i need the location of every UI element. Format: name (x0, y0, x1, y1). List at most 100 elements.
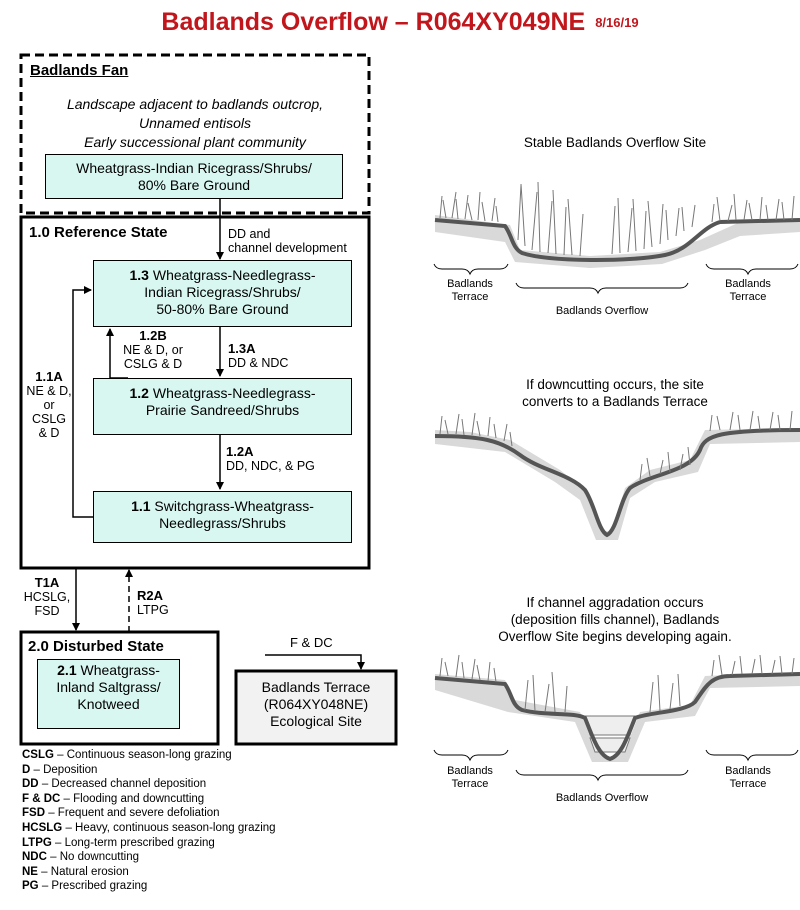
fan-community-line: 80% Bare Ground (137, 177, 251, 193)
legend-definition: Continuous season-long grazing (66, 749, 232, 761)
grass-tuft (639, 410, 793, 481)
entry-transition-label: DD and channel development (228, 227, 347, 255)
legend-definition: Flooding and downcutting (73, 792, 205, 805)
terrace-label-line: Terrace (729, 778, 767, 790)
f-dc-arrow-label: F & DC (290, 635, 333, 650)
community-1-3-line: 50-80% Bare Ground (156, 301, 289, 317)
community-2-1-box: 2.1 Wheatgrass- Inland Saltgrass/ Knotwe… (37, 659, 180, 729)
panel-3-caption-line: Overflow Site begins developing again. (498, 629, 732, 644)
transition-1-1a-line: or (43, 398, 55, 412)
terrace-label-right-1: Badlands Terrace (708, 278, 788, 304)
transition-t1a-line: HCSLG, (23, 590, 71, 604)
downcut-ground-line (434, 428, 800, 538)
legend-abbr: F & DC (22, 792, 61, 805)
transition-r2a-line: LTPG (137, 603, 169, 617)
terrace-label-line: Badlands (447, 278, 493, 290)
legend-item: NE – Natural erosion (22, 865, 129, 878)
brace-left-3 (433, 749, 509, 762)
community-1-3-box: 1.3 Wheatgrass-Needlegrass- Indian Riceg… (93, 260, 352, 327)
legend-item: LTPG – Long-term prescribed grazing (22, 836, 215, 849)
community-2-1-line: Knotweed (77, 696, 140, 712)
transition-1-3a-code: 1.3A (228, 341, 256, 356)
terrace-label-line: Terrace (451, 778, 489, 790)
transition-1-1a-line: CSLG (31, 412, 67, 426)
brace-right-3 (705, 749, 799, 762)
legend-definition: No downcutting (59, 851, 139, 864)
terrace-site-text: Badlands Terrace (R064XY048NE) Ecologica… (238, 679, 394, 730)
reference-state-heading: 1.0 Reference State (29, 224, 168, 241)
panel-2-caption-line: If downcutting occurs, the site (526, 377, 704, 392)
grass-tuft (439, 654, 497, 683)
grass-tuft (611, 197, 696, 255)
transition-1-2b-line: NE & D, or (123, 343, 183, 357)
fan-community-box: Wheatgrass-Indian Ricegrass/Shrubs/ 80% … (45, 154, 343, 199)
legend-definition: Decreased channel deposition (51, 778, 207, 791)
community-1-2-text: Wheatgrass-Needlegrass- (152, 385, 316, 401)
reference-state-box (19, 215, 371, 570)
terrace-label-line: Badlands (447, 765, 493, 777)
transition-1-3a-label: 1.3A DD & NDC (228, 341, 288, 371)
community-1-3-line: 1.3 Wheatgrass-Needlegrass- (94, 267, 351, 284)
legend-abbr: D (22, 763, 31, 776)
legend-item: DD – Decreased channel deposition (22, 778, 207, 791)
community-1-2-line: 1.2 Wheatgrass-Needlegrass- (94, 385, 351, 402)
community-1-1-box: 1.1 Switchgrass-Wheatgrass- Needlegrass/… (93, 491, 352, 543)
transition-r2a-code: R2A (137, 588, 164, 603)
disturbed-state-heading: 2.0 Disturbed State (28, 638, 164, 655)
community-2-1-line: 2.1 Wheatgrass- (38, 662, 179, 679)
community-2-1-text: Wheatgrass- (80, 662, 160, 678)
community-1-1-line: 1.1 Switchgrass-Wheatgrass- (94, 498, 351, 515)
legend-abbr: LTPG (22, 836, 52, 849)
brace-mid-3 (515, 769, 689, 782)
overflow-label-1: Badlands Overflow (555, 305, 649, 317)
panel-3-caption: If channel aggradation occurs (depositio… (440, 594, 790, 645)
panel-3-caption-line: If channel aggradation occurs (526, 595, 704, 610)
community-2-1-number: 2.1 (57, 662, 77, 678)
fan-desc-line: Early successional plant community (84, 134, 306, 150)
fan-community-line: Wheatgrass-Indian Ricegrass/Shrubs/ (76, 160, 312, 176)
legend-abbr: HCSLG (22, 821, 63, 834)
transition-1-1a-code: 1.1A (35, 369, 63, 384)
terrace-label-line: Terrace (451, 291, 489, 303)
transition-1-1a-line: & D (38, 426, 60, 440)
brace-left-1 (433, 263, 509, 276)
legend-item: FSD – Frequent and severe defoliation (22, 807, 220, 820)
legend-definition: Prescribed grazing (51, 880, 148, 893)
grass-tuft (711, 193, 795, 223)
legend-item: HCSLG – Heavy, continuous season-long gr… (22, 821, 276, 834)
transition-1-1a-line: NE & D, (26, 384, 72, 398)
brace-right-1 (705, 263, 799, 276)
community-1-3-text: Wheatgrass-Needlegrass- (152, 267, 316, 283)
legend-abbr: FSD (22, 807, 45, 820)
terrace-site-line: Ecological Site (270, 713, 362, 729)
transition-t1a-code: T1A (34, 575, 60, 590)
transition-t1a-label: T1A HCSLG, FSD (22, 575, 72, 619)
badlands-fan-heading: Badlands Fan (30, 62, 129, 79)
grass-tuft (711, 654, 795, 677)
community-1-1-number: 1.1 (131, 498, 151, 514)
terrace-label-left-3: Badlands Terrace (430, 765, 510, 791)
legend-definition: Heavy, continuous season-long grazing (75, 821, 276, 834)
grass-tuft (439, 412, 513, 447)
panel-1-caption: Stable Badlands Overflow Site (523, 135, 707, 150)
legend-definition: Frequent and severe defoliation (57, 807, 220, 820)
badlands-fan-box (19, 53, 371, 215)
transition-1-2b-line: CSLG & D (123, 357, 183, 371)
terrace-label-line: Terrace (729, 291, 767, 303)
grass-tuft (524, 671, 681, 713)
terrace-label-line: Badlands (725, 278, 771, 290)
badlands-fan-description: Landscape adjacent to badlands outcrop, … (30, 95, 360, 152)
downcut-ground-fill (435, 428, 800, 540)
transition-1-1a-label: 1.1A NE & D, or CSLG & D (24, 369, 74, 441)
arrow-11a (72, 286, 93, 518)
title-date: 8/16/19 (595, 15, 639, 30)
stable-vegetation (439, 181, 795, 257)
panel-aggradation-illustration (434, 672, 800, 762)
aggradation-vegetation (439, 654, 795, 713)
transition-1-2a-code: 1.2A (226, 444, 254, 459)
terrace-site-line: (R064XY048NE) (263, 696, 369, 712)
transition-t1a-line: FSD (34, 604, 60, 618)
